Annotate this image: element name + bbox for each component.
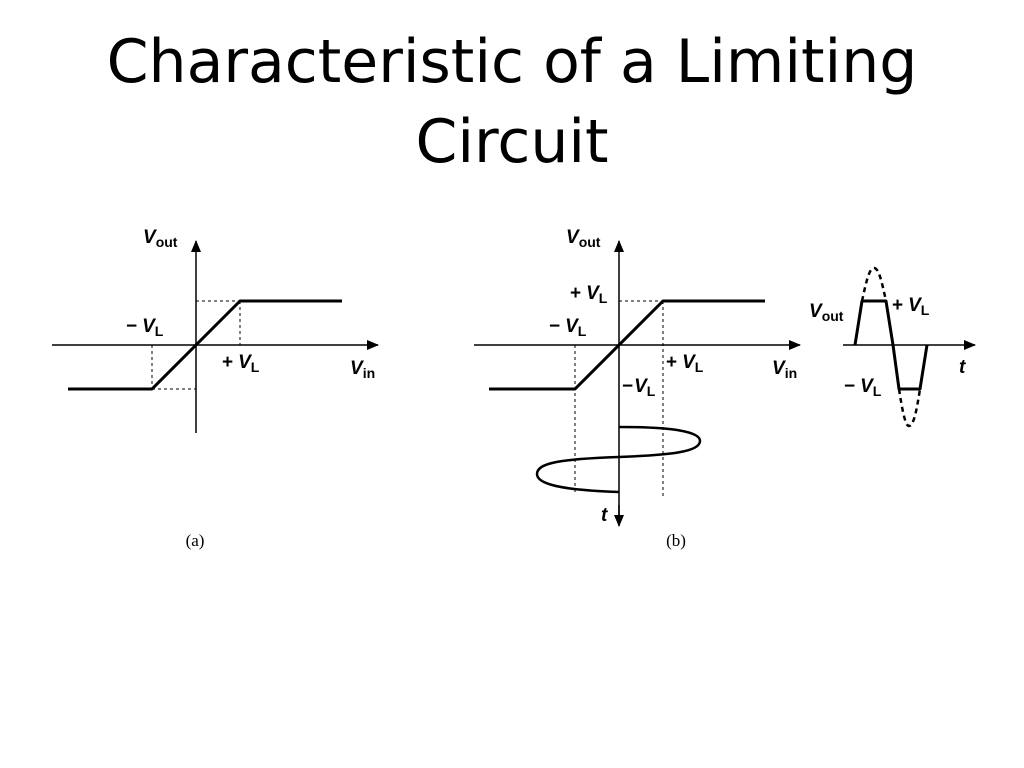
fig-b-input-sine [535,425,702,494]
wave-neg-limit-label: −VL [844,376,882,399]
wave-pos-limit-label: +VL [892,295,930,318]
wave-y-label: Vout [809,301,844,324]
fig-b-time-label: t [601,505,608,526]
wave-unclipped-dashed [860,266,922,428]
fig-a-transfer-curve [68,299,342,391]
figure-a: Vout Vin −VL +VL (a) [52,227,379,550]
fig-b-out-neg-limit-label: −VL [622,376,656,399]
title-line-2: Circuit [415,107,609,177]
fig-b-in-pos-limit-label: +VL [666,352,704,375]
fig-a-neg-limit-label: −VL [126,316,164,339]
fig-a-y-axis-label: Vout [143,227,178,250]
fig-b-x-axis-label: Vin [772,358,797,381]
fig-a-x-axis-label: Vin [350,358,375,381]
fig-b-guide-lines [574,300,664,496]
wave-clipped-output [853,299,929,391]
wave-time-label: t [959,357,966,378]
fig-b-transfer-curve [489,299,765,391]
figure-b-output-waveform: Vout +VL −VL t [809,266,976,428]
fig-b-out-pos-limit-label: +VL [570,283,608,306]
fig-b-caption: (b) [666,531,686,550]
fig-b-y-axis-label: Vout [566,227,601,250]
figure-b: Vout Vin +VL −VL +VL −VL t (b) [474,227,801,550]
title-line-1: Characteristic of a Limiting [106,27,918,97]
slide-title: Characteristic of a Limiting Circuit [0,22,1024,182]
fig-b-in-neg-limit-label: −VL [549,316,587,339]
fig-a-pos-limit-label: +VL [222,352,260,375]
fig-a-caption: (a) [186,531,205,550]
fig-a-guide-lines [151,300,241,390]
